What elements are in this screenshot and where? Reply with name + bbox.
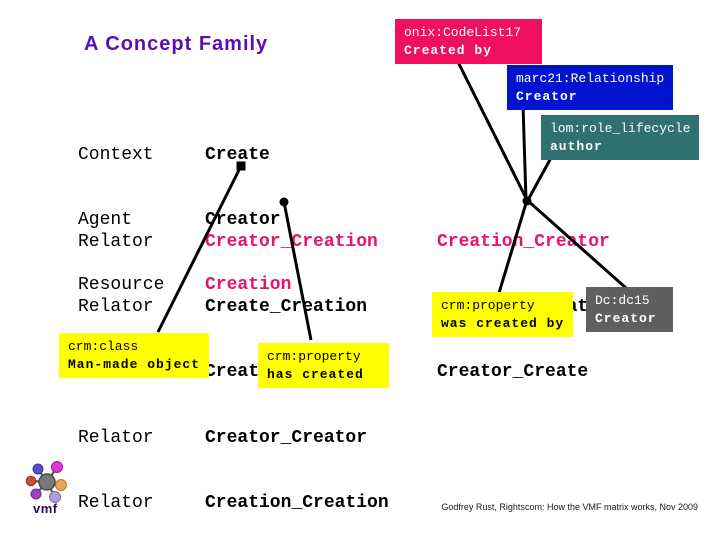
tag-marc21-creator: marc21:Relationship Creator (507, 65, 674, 111)
tag-term: Man-made object (68, 357, 201, 373)
tag-crm-has-created: crm:property has created (258, 343, 389, 389)
list-item-highlighted: Creation_Creator (437, 231, 610, 252)
tag-term: Created by (404, 43, 493, 59)
list-item: Context (78, 144, 154, 165)
tag-scheme: Dc:dc15 (595, 293, 650, 308)
line-marc21-to-creation-creator (521, 104, 528, 201)
list-item: Agent (78, 209, 133, 230)
tag-crm-class-man-made-object: crm:class Man-made object (59, 333, 210, 379)
list-item-highlighted: Creator_Creation (205, 231, 378, 252)
tag-term: Creator (516, 89, 578, 105)
logo-sphere-lavender (49, 491, 61, 503)
footer-credit: Godfrey Rust, Rightscom: How the VMF mat… (441, 502, 698, 512)
list-item: Creator_Creator (205, 427, 368, 448)
list-item: Creation_Creation (205, 493, 389, 514)
tag-scheme: crm:property (441, 298, 535, 313)
tag-term: Creator (595, 311, 657, 327)
tag-lom-author: lom:role_lifecycle author (541, 115, 700, 161)
tag-scheme: marc21:Relationship (516, 71, 665, 86)
vmf-molecule-logo (25, 461, 67, 503)
logo-sphere-orange (55, 479, 67, 491)
logo-sphere-center (38, 473, 56, 491)
tag-term: was created by (441, 316, 565, 332)
list-item: Relator (78, 231, 154, 252)
logo-sphere-red (25, 475, 37, 487)
list-item: Creator_Create (437, 362, 589, 383)
logo-sphere-violet (30, 488, 42, 500)
tag-scheme: onix:CodeList17 (404, 25, 522, 40)
tag-dc-creator: Dc:dc15 Creator (586, 287, 673, 333)
list-item: Relator (78, 296, 154, 317)
concept-type-list: Context Agent Resource (78, 101, 164, 341)
list-item: Resource (78, 275, 165, 296)
tag-crm-was-created-by: crm:property was created by (432, 292, 574, 338)
tag-scheme: lom:role_lifecycle (550, 121, 691, 136)
tag-scheme: crm:property (267, 349, 361, 364)
tag-term: has created (267, 367, 364, 383)
list-item: Relator (78, 493, 154, 514)
logo-sphere-magenta (51, 461, 63, 473)
list-item: Relator (78, 427, 154, 448)
tag-term: author (550, 139, 603, 155)
list-item: Create (205, 144, 270, 165)
list-item: Create_Creation (205, 296, 368, 317)
slide-title: A Concept Family (84, 33, 269, 55)
vmf-logo-text: vmf (33, 501, 58, 516)
tag-scheme: crm:class (68, 339, 139, 354)
logo-sphere-blue (32, 463, 44, 475)
tag-onix-created-by: onix:CodeList17 Created by (395, 19, 542, 65)
slide-canvas: A Concept Family Context Agent Resource … (25, 19, 700, 516)
